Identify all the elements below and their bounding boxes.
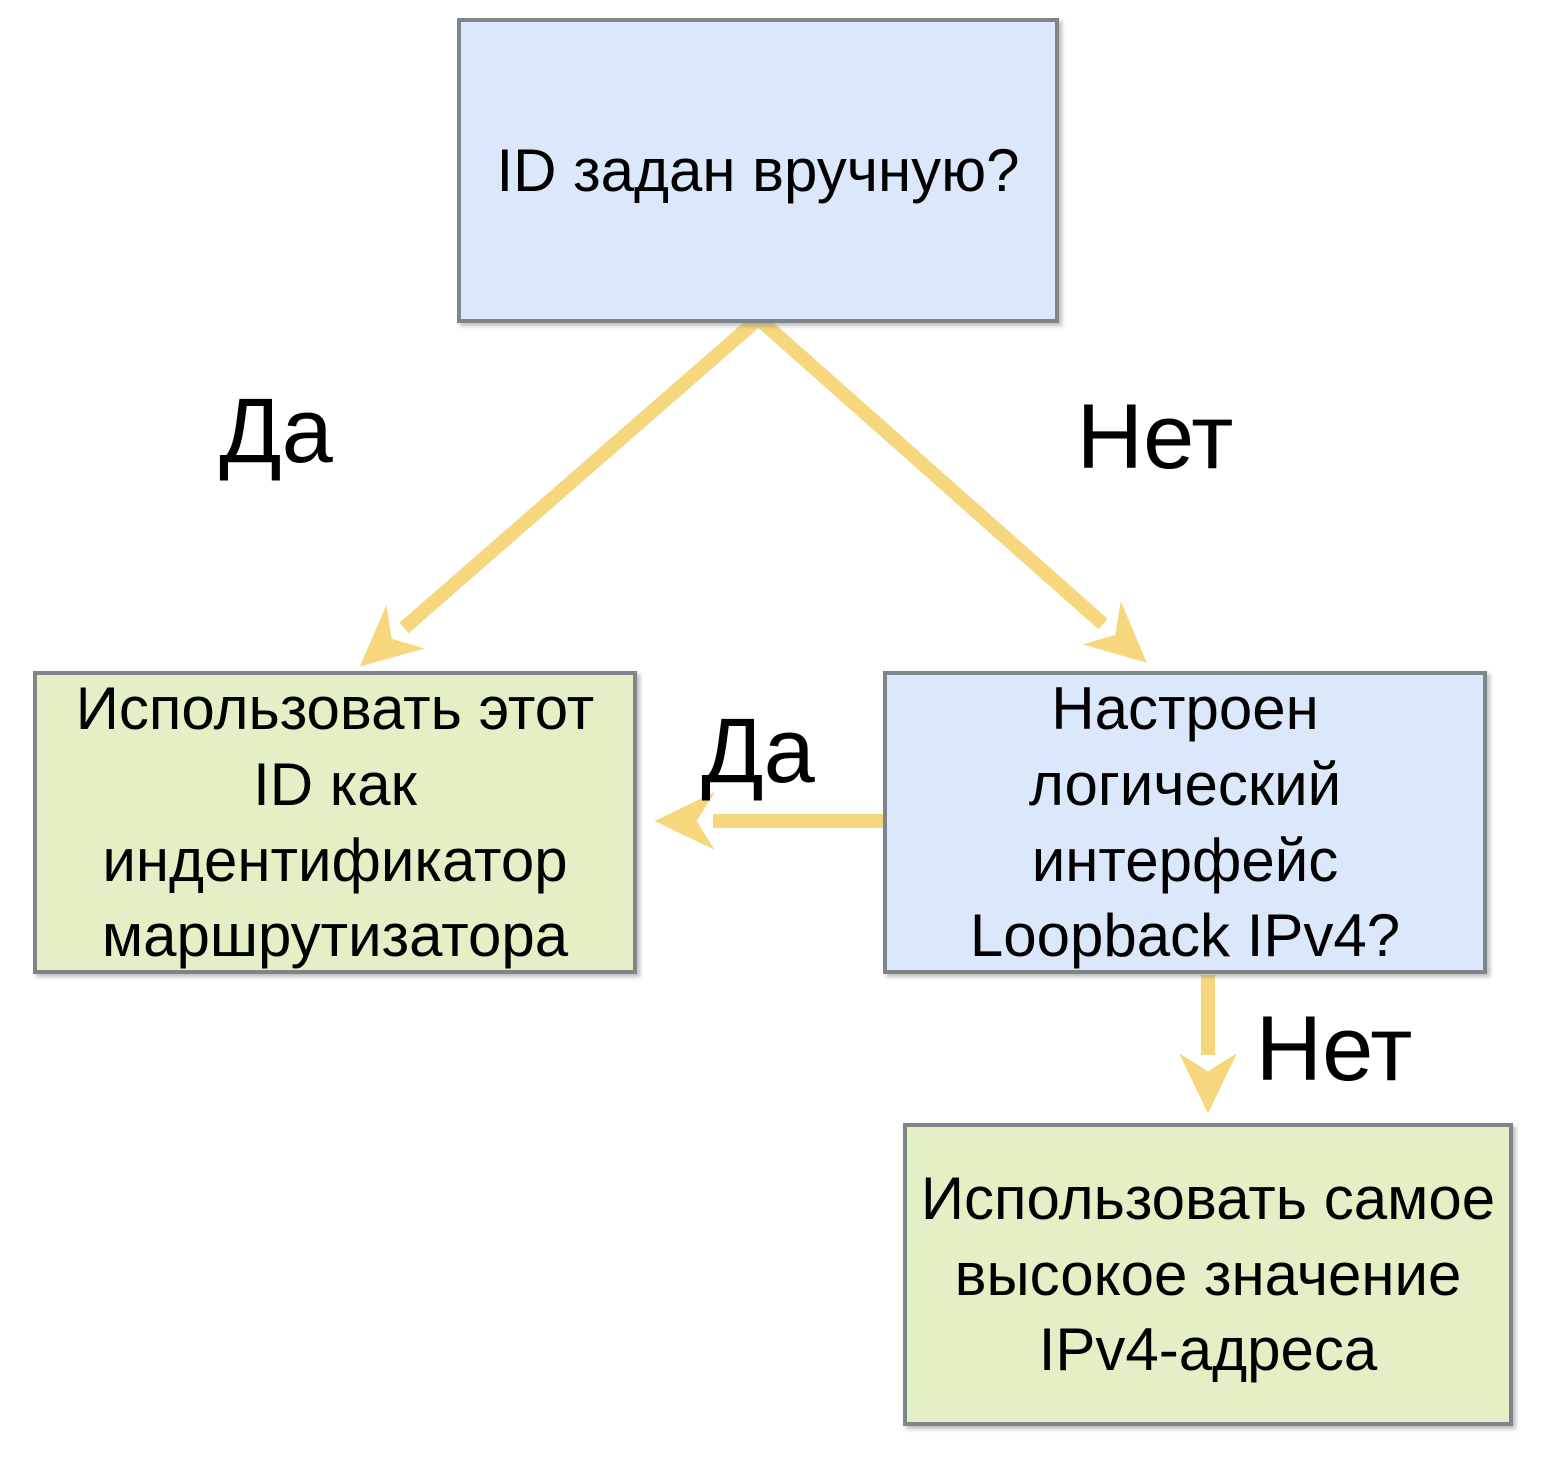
- node-use-highest-ipv4: Использовать самое высокое значение IPv4…: [903, 1123, 1513, 1426]
- arrow-manual-yes: [359, 314, 762, 667]
- edge-label-manual-no: Нет: [1076, 386, 1234, 488]
- edge-label-loopback-yes: Да: [701, 700, 815, 802]
- edge-label-manual-yes: Да: [219, 380, 333, 482]
- node-id-manual-question-label: ID задан вручную?: [496, 136, 1020, 204]
- arrow-manual-no: [755, 314, 1147, 663]
- node-loopback-question: Настроен логический интерфейс Loopback I…: [883, 671, 1487, 974]
- node-use-manual-id-label: Использовать этот ID как индентификатор …: [75, 675, 595, 970]
- node-use-manual-id: Использовать этот ID как индентификатор …: [33, 671, 637, 974]
- node-loopback-question-label: Настроен логический интерфейс Loopback I…: [969, 675, 1401, 970]
- edge-label-loopback-no: Нет: [1255, 998, 1413, 1100]
- node-id-manual-question: ID задан вручную?: [457, 18, 1059, 323]
- node-use-highest-ipv4-label: Использовать самое высокое значение IPv4…: [920, 1165, 1496, 1384]
